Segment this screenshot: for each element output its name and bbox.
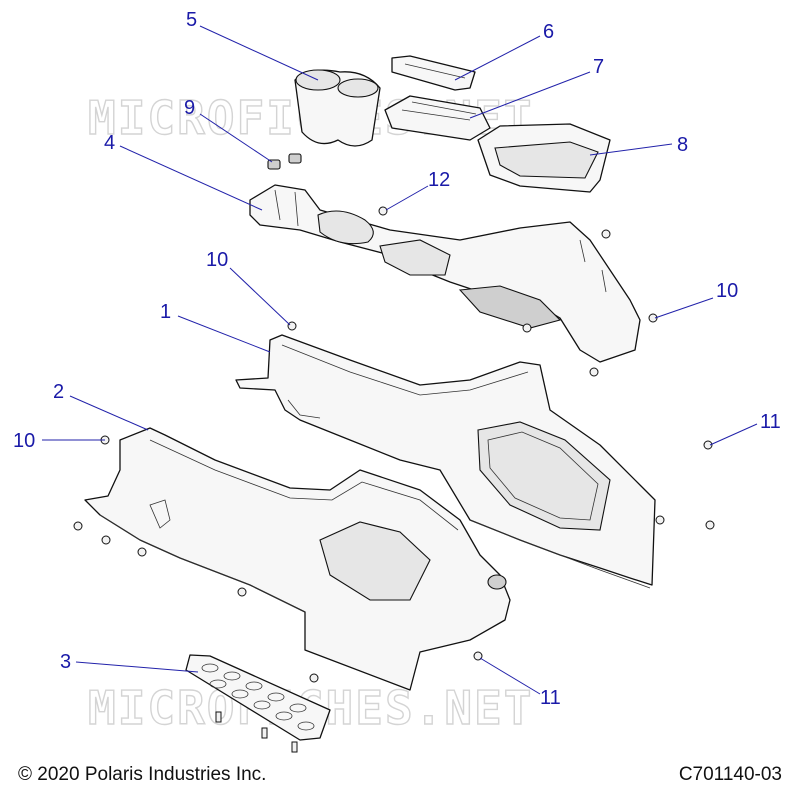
part-2-console-panel-left — [84, 427, 511, 691]
part-6-lid — [391, 55, 476, 91]
callout-8: 8 — [677, 134, 688, 156]
part-5-cup-holder — [294, 69, 381, 147]
part-9-clips — [267, 153, 302, 170]
part-8-storage-bin — [477, 123, 611, 193]
fasteners — [73, 206, 715, 683]
callout-5: 5 — [186, 9, 197, 31]
copyright-notice: © 2020 Polaris Industries Inc. — [18, 764, 267, 785]
part-3-grille — [185, 654, 331, 753]
callout-10-left: 10 — [13, 430, 35, 452]
callout-2: 2 — [53, 381, 64, 403]
drawing-number: C701140-03 — [678, 764, 782, 785]
callout-6: 6 — [543, 21, 554, 43]
callout-11-right: 11 — [760, 411, 781, 433]
callout-12: 12 — [428, 169, 450, 191]
callout-10-right: 10 — [716, 280, 738, 302]
callout-4: 4 — [104, 132, 115, 154]
leader-lines — [42, 25, 758, 695]
callout-1: 1 — [160, 301, 171, 323]
callout-3: 3 — [60, 651, 71, 673]
callout-10-top: 10 — [206, 249, 228, 271]
callout-labels: 5 6 7 8 9 4 12 10 1 10 2 10 11 3 11 — [13, 9, 781, 709]
part-4-console-frame — [249, 184, 641, 363]
part-7-tray-insert — [384, 95, 491, 141]
callout-7: 7 — [593, 56, 604, 78]
callout-9: 9 — [184, 97, 195, 119]
callout-11-bottom: 11 — [540, 687, 561, 709]
part-1-console-panel-right — [235, 334, 656, 589]
